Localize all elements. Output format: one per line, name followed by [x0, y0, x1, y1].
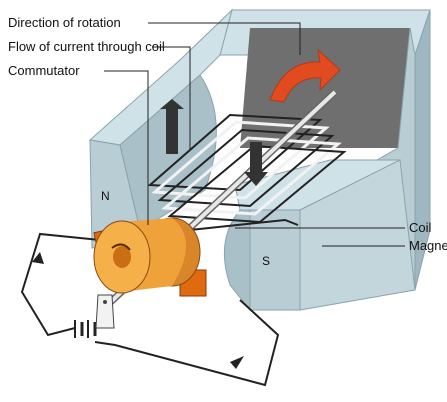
pole-north-label: N — [101, 189, 110, 203]
shaft-support — [96, 295, 114, 328]
support-hole — [103, 300, 107, 304]
label-flow-of-current: Flow of current through coil — [8, 39, 165, 54]
label-magnet: Magnet — [409, 238, 447, 253]
circuit-arrow-bottom — [230, 356, 244, 369]
label-coil: Coil — [409, 220, 432, 235]
pole-south-label: S — [262, 254, 270, 268]
label-commutator: Commutator — [8, 63, 80, 78]
label-direction-of-rotation: Direction of rotation — [8, 15, 121, 30]
commutator — [94, 218, 206, 296]
